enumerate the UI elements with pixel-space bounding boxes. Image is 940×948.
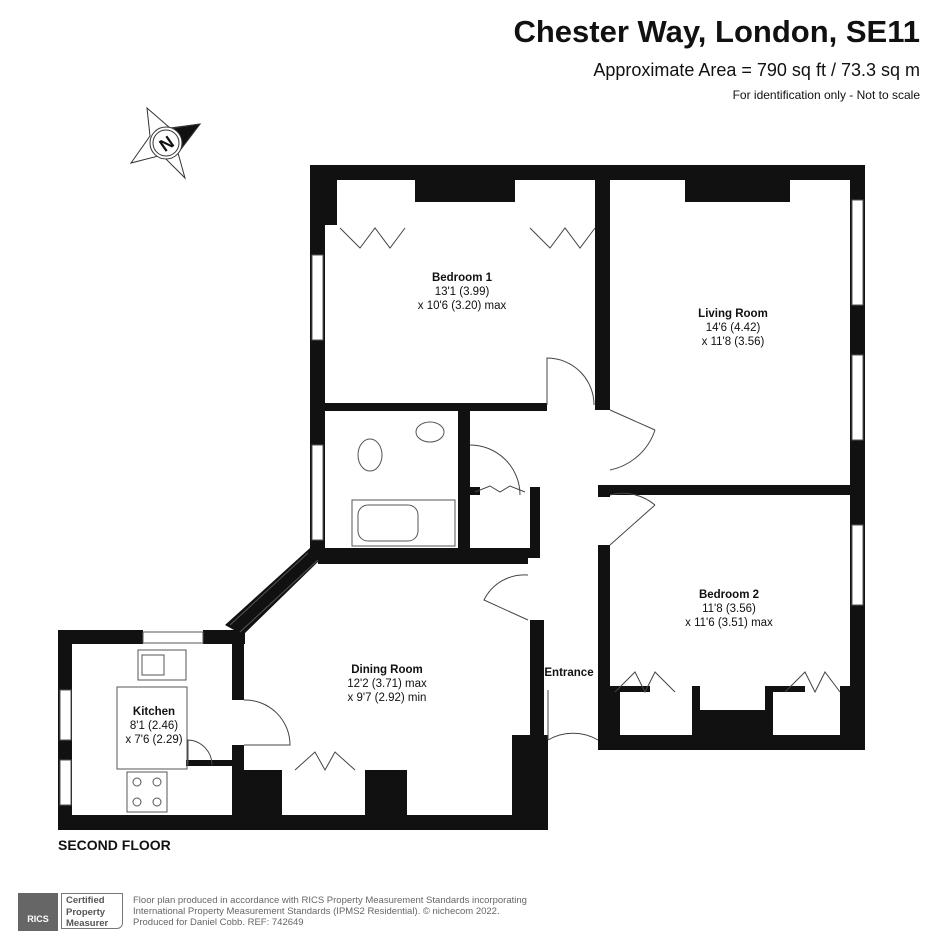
hob-icon (126, 771, 168, 813)
room-name-dining: Dining Room (351, 664, 423, 676)
room-dim: 14'6 (4.42) (706, 322, 761, 334)
cert-line: Measurer (66, 918, 109, 929)
certified-measurer-badge: Certified Property Measurer (61, 893, 123, 929)
room-name-entrance: Entrance (544, 667, 593, 679)
sink-icon (137, 649, 187, 681)
property-title: Chester Way, London, SE11 (513, 14, 920, 49)
room-name-kitchen: Kitchen (133, 706, 175, 718)
doors (187, 227, 841, 772)
footer-line: International Property Measurement Stand… (133, 906, 500, 917)
room-dim: 8'1 (2.46) (130, 720, 178, 732)
cert-line: Property (66, 906, 106, 918)
compass-icon: N (129, 106, 202, 180)
footer-line: Floor plan produced in accordance with R… (133, 895, 527, 906)
room-dim: 13'1 (3.99) (435, 286, 490, 298)
windows (59, 199, 864, 806)
floor-label: SECOND FLOOR (58, 837, 171, 853)
room-dim: 12'2 (3.71) max (347, 678, 427, 690)
room-dim: x 10'6 (3.20) max (418, 300, 507, 312)
toilet-icon (357, 438, 383, 472)
footer-text: Floor plan produced in accordance with R… (133, 895, 527, 928)
worktop (116, 686, 188, 770)
cert-line: Certified (66, 895, 105, 906)
room-dim: x 7'6 (2.29) (125, 734, 182, 746)
room-name-bedroom1: Bedroom 1 (432, 272, 493, 284)
fixtures (116, 421, 456, 813)
walls (58, 165, 865, 830)
basin-icon (415, 421, 445, 443)
room-dim: x 11'6 (3.51) max (685, 617, 773, 629)
room-labels: Bedroom 1 13'1 (3.99) x 10'6 (3.20) max … (125, 272, 773, 746)
rics-text: RICS (27, 914, 49, 924)
room-dim: 11'8 (3.56) (702, 603, 756, 615)
room-dim: x 11'8 (3.56) (702, 336, 765, 348)
room-name-living: Living Room (698, 308, 768, 320)
footer-line: Produced for Daniel Cobb. REF: 742649 (133, 917, 304, 928)
approximate-area: Approximate Area = 790 sq ft / 73.3 sq m (593, 60, 920, 80)
room-name-bedroom2: Bedroom 2 (699, 589, 759, 601)
rics-logo: RICS (18, 893, 58, 931)
room-dim: x 9'7 (2.92) min (348, 692, 427, 704)
scale-note: For identification only - Not to scale (732, 88, 920, 102)
bathtub-icon (351, 499, 456, 547)
